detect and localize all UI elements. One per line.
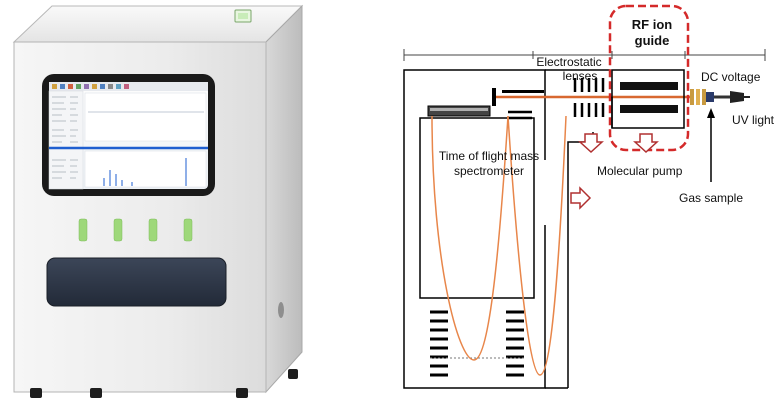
electrostatic-lenses [573,78,605,117]
led-indicator [78,218,88,242]
uv-light-label: UV light [732,113,775,127]
screen-side-panel-rows [52,96,78,179]
screen-side-panel [48,90,84,190]
tof-upper-grids [508,110,532,120]
led-indicators [78,218,193,242]
reflectron-stack [430,310,524,377]
cabinet-feet [30,369,298,398]
pump-arrow-right [570,186,592,210]
front-drawer [46,257,227,307]
monitor-screen [42,74,215,196]
electrostatic-label-1: Electrostatic [536,55,601,69]
rf-ion-guide-label-1: RF ion [632,17,672,32]
led-indicator [183,218,193,242]
screen-spectrum-peaks [103,158,187,186]
led-indicator [148,218,158,242]
tof-plate-top [502,90,544,93]
tof-label-2: spectrometer [454,164,524,178]
rf-ion-guide-label-2: guide [635,33,670,48]
cabinet-side [265,4,303,394]
instrument-cabinet [12,4,304,398]
ion-flight-path [431,115,567,376]
flight-tube [419,117,535,299]
gas-sample-label: Gas sample [679,191,743,205]
dc-voltage-label: DC voltage [701,70,761,84]
screen-upper-plot [84,92,207,142]
screen-spectrum-plot [84,150,207,188]
cabinet-top [12,5,304,43]
led-indicator [113,218,123,242]
dimension-line [403,49,766,61]
ion-source [690,89,750,105]
rf-rod-lower [620,105,678,113]
molecular-pump-label: Molecular pump [597,164,683,178]
screen-toolbar-icons [52,84,129,89]
electrostatic-label-2: lenses [563,69,598,83]
pump-arrow-down-1 [578,133,604,154]
gas-inlet [707,108,715,182]
tof-label-1: Time of flight mass [439,149,539,163]
rf-chamber [611,69,685,129]
pump-arrow-down-2 [633,133,659,154]
status-box-window [238,13,248,19]
rf-rod-upper [620,82,678,90]
tof-plate [492,88,496,106]
tof-pusher-highlight [430,108,488,111]
schematic: RF ion guide Electrostatic lenses DC vol… [403,4,775,389]
side-knob [278,302,284,318]
pump-arrows [570,133,659,210]
